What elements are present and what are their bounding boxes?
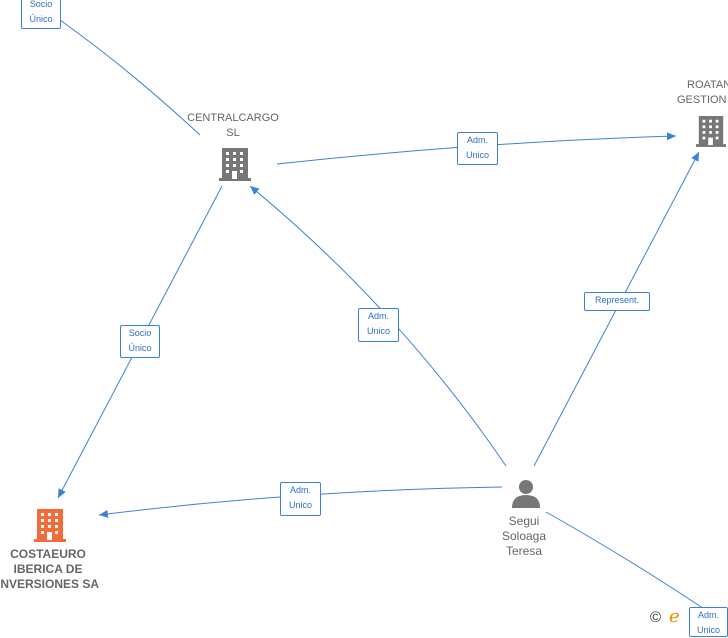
edge-label-adm-unico[interactable]: Adm. Unico	[358, 308, 399, 342]
node-label-line: IBERICA DE	[13, 562, 83, 576]
person-icon[interactable]	[511, 478, 541, 508]
edge-label-adm-unico[interactable]: Adm. Unico	[280, 482, 321, 516]
copyright-symbol: ©	[650, 609, 662, 626]
edge-label-adm-unico[interactable]: Adm. Unico	[457, 132, 498, 165]
edge-label-line: Represent.	[594, 295, 640, 305]
edge-label-represent[interactable]: Represent.	[584, 292, 650, 311]
edge-label-socio-unico[interactable]: Socio Único	[21, 0, 61, 29]
edge-label-line: Adm.	[466, 135, 488, 145]
node-label-line: Segui	[508, 514, 540, 528]
edge-label-line: Único	[128, 343, 152, 353]
edge-label-line: Socio	[29, 0, 53, 9]
node-label-line: GESTION	[677, 94, 727, 106]
node-label-segui[interactable]: Segui Soloaga Teresa	[484, 514, 564, 559]
edge-label-line: Unico	[465, 150, 489, 160]
edge-label-socio-unico[interactable]: Socio Único	[120, 325, 160, 358]
node-label-line: CENTRALCARGO	[187, 112, 279, 124]
edge-label-line: Único	[29, 14, 53, 24]
node-label-roatan[interactable]: ROATAN GESTION	[672, 78, 728, 108]
node-label-line: SL	[226, 127, 240, 139]
edge-label-line: Adm.	[367, 311, 389, 321]
edge-label-line: Adm.	[697, 610, 719, 620]
node-label-line: ROATAN	[687, 79, 728, 91]
brand-logo-icon: e	[669, 606, 680, 627]
node-label-line: Soloaga	[501, 529, 547, 543]
node-label-line: INVERSIONES SA	[0, 577, 100, 591]
edge-top-socio-to-centralcargo	[59, 19, 201, 136]
edge-label-line: Unico	[366, 326, 390, 336]
building-icon[interactable]	[696, 113, 726, 149]
edge-label-line: Unico	[288, 500, 312, 510]
edge-label-line: Unico	[696, 625, 720, 635]
node-label-line: Teresa	[505, 544, 543, 558]
node-label-line: COSTAEURO	[10, 547, 86, 561]
node-label-centralcargo[interactable]: CENTRALCARGO SL	[183, 111, 283, 141]
edge-label-adm-unico[interactable]: Adm. Unico	[689, 607, 728, 637]
building-icon[interactable]	[219, 146, 251, 182]
edge-label-line: Socio	[128, 328, 152, 338]
edge-label-line: Adm.	[289, 485, 311, 495]
node-label-costaeuro[interactable]: COSTAEURO IBERICA DE INVERSIONES SA	[0, 547, 108, 592]
building-icon[interactable]	[34, 507, 66, 543]
